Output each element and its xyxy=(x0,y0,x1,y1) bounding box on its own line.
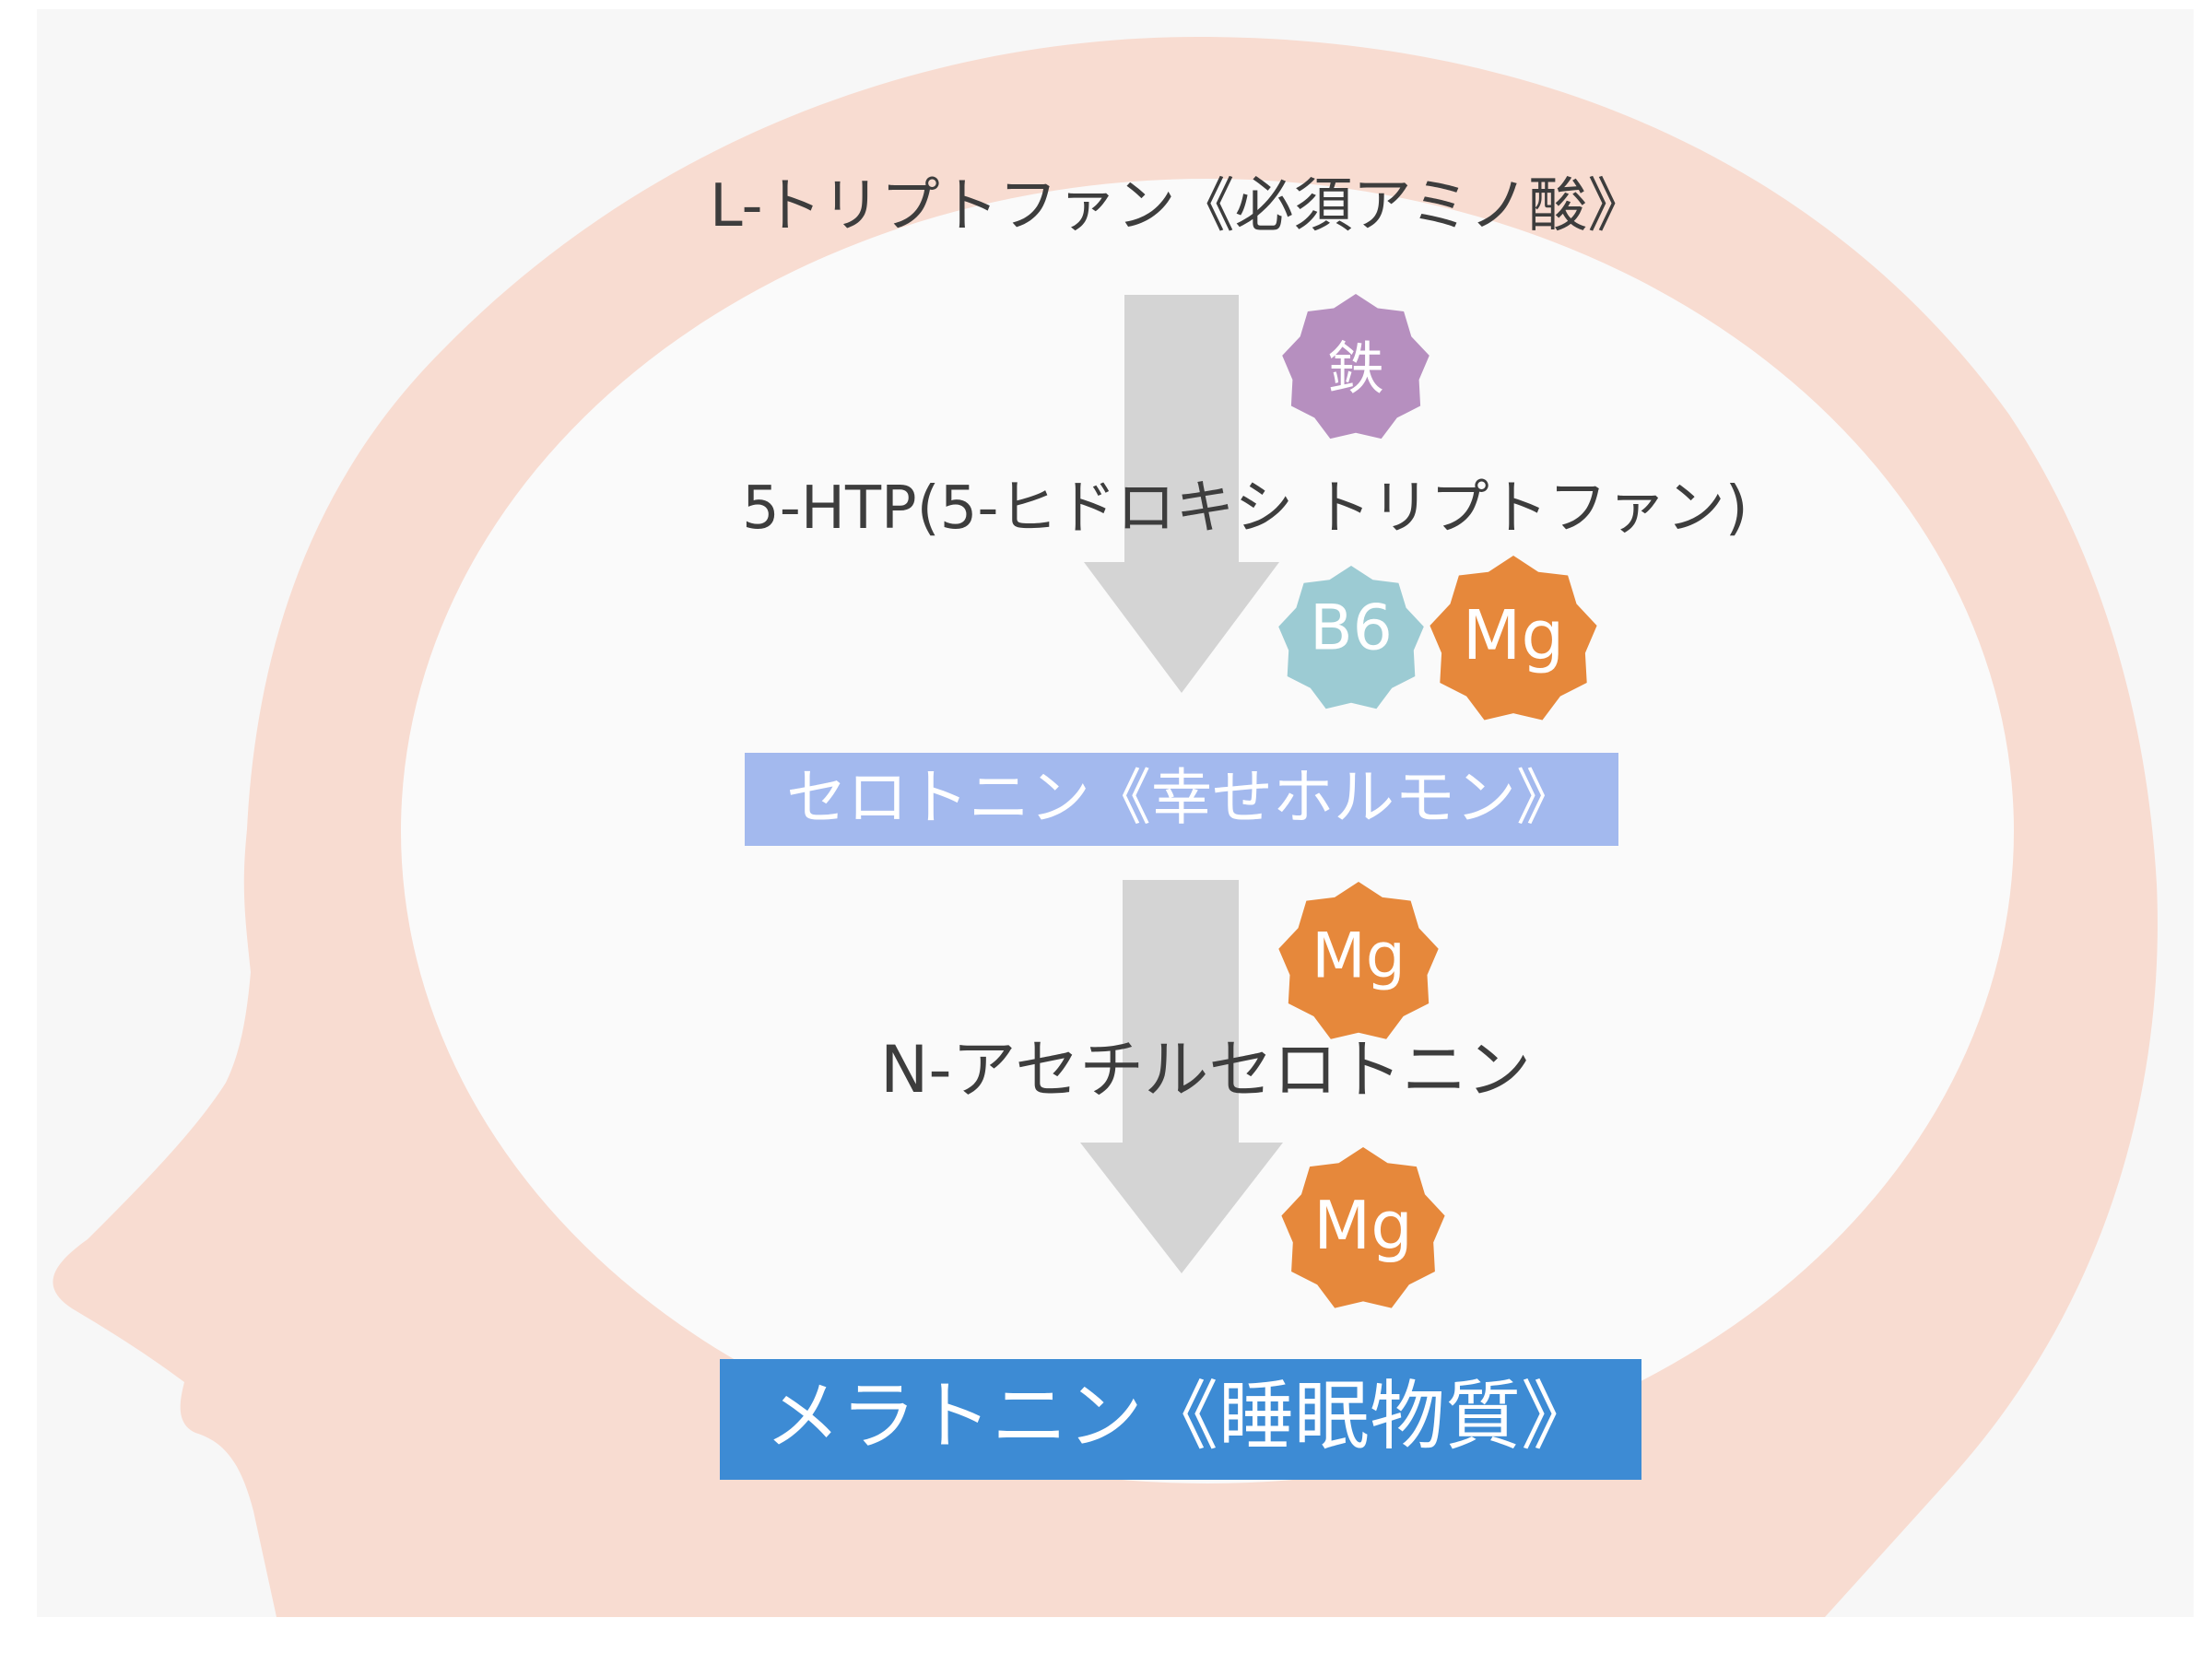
mg-badge-3: Mg xyxy=(1281,1147,1445,1308)
arrow-lower xyxy=(1080,880,1283,1273)
step-tryptophan-label: L-トリプトファン《必須アミノ酸》 xyxy=(710,172,1647,240)
iron-badge: 鉄 xyxy=(1282,294,1430,440)
mg-badge-2: Mg xyxy=(1278,882,1439,1039)
serotonin-box: セロトニン《幸せホルモン》 xyxy=(745,753,1618,846)
iron-label: 鉄 xyxy=(1327,335,1384,403)
mg-label-1: Mg xyxy=(1463,596,1565,675)
b6-badge: B6 xyxy=(1278,566,1424,709)
mg-badge-1: Mg xyxy=(1430,556,1597,721)
step-nacetyl-label: N-アセチルセロトニン xyxy=(880,1032,1532,1108)
b6-label: B6 xyxy=(1310,592,1393,665)
arrow-upper xyxy=(1084,295,1279,693)
mg-label-3: Mg xyxy=(1313,1187,1413,1264)
melatonin-box: メラトニン《睡眠物質》 xyxy=(720,1359,1641,1480)
step-5htp-label: 5-HTP(5-ヒドロキシ トリプトファン) xyxy=(742,475,1748,543)
mg-label-2: Mg xyxy=(1312,920,1406,993)
